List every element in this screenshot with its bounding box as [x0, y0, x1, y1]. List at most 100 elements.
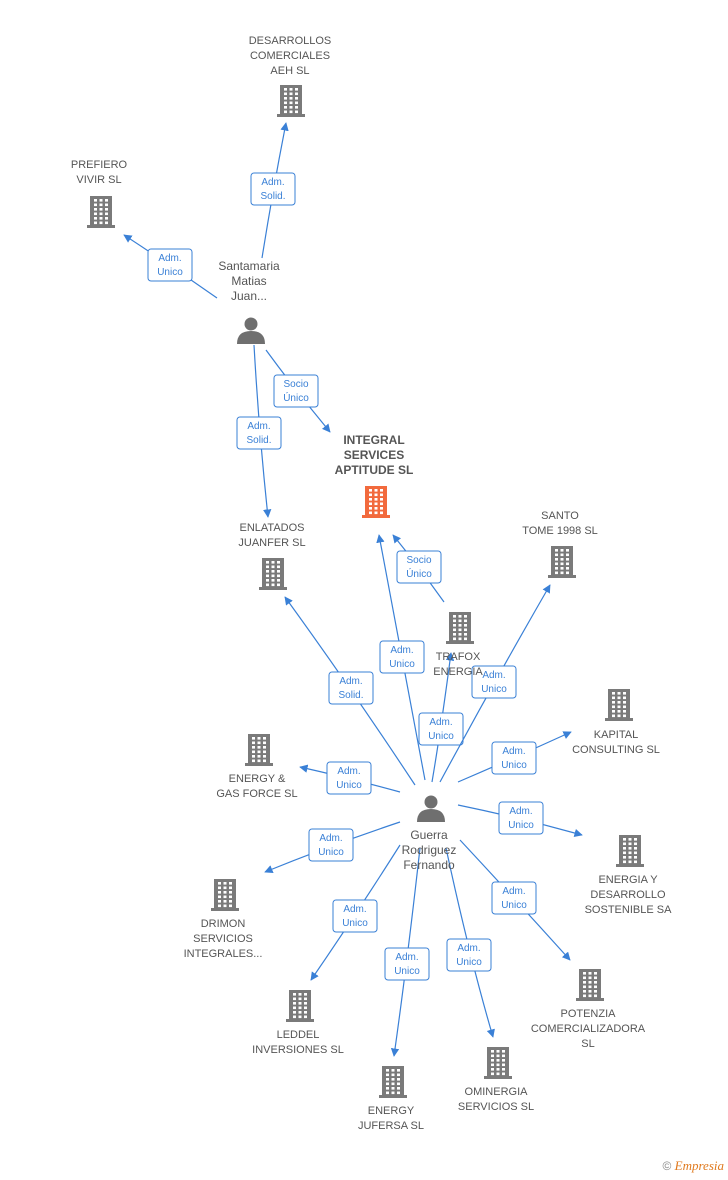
building-icon [616, 835, 644, 867]
node-label: CONSULTING SL [572, 744, 660, 756]
node-label: SERVICIOS [193, 933, 253, 945]
edge-label-box [396, 550, 442, 584]
edge-label-text: Adm. [343, 904, 366, 915]
building-icon [605, 689, 633, 721]
edge-label-box [498, 801, 544, 835]
edge-guerra-to-kapital: Adm.Unico [457, 731, 572, 783]
node-label: JUFERSA SL [358, 1120, 424, 1132]
edge-label-box [236, 416, 282, 450]
edge-guerra-to-drimon: Adm. Unico [264, 821, 401, 874]
brand-logo: Empresia [674, 1158, 724, 1173]
edge-label-text: Unico [342, 918, 368, 929]
node-label: TOME 1998 SL [522, 525, 598, 537]
node-santamaria[interactable]: SantamariaMatiasJuan... [218, 259, 280, 344]
building-icon [286, 990, 314, 1022]
edge-label-box [273, 374, 319, 408]
node-label: OMINERGIA [465, 1086, 529, 1098]
edge-label-box [332, 899, 378, 933]
edge-label-text: Adm. [395, 952, 418, 963]
node-label: SL [581, 1038, 594, 1050]
person-icon [417, 795, 445, 822]
edge-label-text: Adm. [247, 421, 270, 432]
node-label: PREFIERO [71, 159, 128, 171]
node-label: INTEGRALES... [184, 948, 263, 960]
edge-label-text: Adm. [390, 645, 413, 656]
node-label: Santamaria [218, 259, 280, 273]
edge-label-text: Adm. [509, 806, 532, 817]
edge-santamaria-to-prefiero: Adm.Unico [123, 234, 218, 299]
building-icon [362, 486, 390, 518]
copyright-symbol: © [662, 1159, 672, 1173]
edge-label-text: Único [283, 391, 309, 404]
building-icon [446, 612, 474, 644]
edge-label-text: Unico [428, 731, 454, 742]
node-label: DRIMON [201, 918, 246, 930]
node-label: COMERCIALIZADORA [531, 1023, 646, 1035]
edge-label-box [326, 761, 372, 795]
node-label: VIVIR SL [76, 174, 121, 186]
node-kapital[interactable]: KAPITAL CONSULTING SL [572, 689, 660, 756]
edge-label-text: Unico [508, 820, 534, 831]
edge-label-text: Solid. [246, 435, 271, 446]
edge-label-text: Unico [481, 684, 507, 695]
edge-label-text: Adm. [337, 766, 360, 777]
node-label: POTENZIA [560, 1008, 616, 1020]
node-energygas[interactable]: ENERGY &GAS FORCE SL [216, 734, 298, 800]
edge-label-box [491, 881, 537, 915]
edge-label-text: Socio [406, 555, 431, 566]
edge-label-box [147, 248, 193, 282]
edge-label-text: Unico [336, 780, 362, 791]
node-label: Matias [231, 274, 266, 288]
edge-label-text: Adm. [502, 886, 525, 897]
edge-guerra-to-energiadesa: Adm. Unico [457, 801, 583, 838]
edge-label-text: Único [406, 567, 432, 580]
edge-label-text: Unico [318, 847, 344, 858]
node-label: ENERGIA [433, 666, 483, 678]
node-prefiero[interactable]: PREFIERO VIVIR SL [71, 159, 128, 228]
node-label: DESARROLLO [590, 889, 666, 901]
edge-label-text: Unico [501, 900, 527, 911]
edge-label-text: Adm. [319, 833, 342, 844]
node-label: Guerra [410, 828, 448, 842]
edge-label-text: Unico [394, 966, 420, 977]
node-label: ENLATADOS [240, 522, 305, 534]
node-drimon[interactable]: DRIMON SERVICIOS INTEGRALES... [184, 879, 263, 960]
edge-santamaria-to-desarrollos: Adm.Solid. [250, 122, 296, 259]
building-icon [576, 969, 604, 1001]
edge-label-box [328, 671, 374, 705]
edge-label-box [384, 947, 430, 981]
edge-label-text: Solid. [260, 191, 285, 202]
edge-guerra-to-energygas: Adm. Unico [299, 761, 401, 795]
building-icon [379, 1066, 407, 1098]
edge-label-box [446, 938, 492, 972]
node-potencia[interactable]: POTENZIA COMERCIALIZADORA SL [531, 969, 646, 1050]
node-label: Juan... [231, 289, 267, 303]
building-icon [211, 879, 239, 911]
node-label: ENERGY & [229, 773, 286, 785]
edge-label-text: Adm. [158, 253, 181, 264]
edge-guerra-to-trafox: Adm.Unico [418, 652, 464, 783]
building-icon [548, 546, 576, 578]
edge-label-text: Adm. [457, 943, 480, 954]
edge-label-text: Adm. [502, 746, 525, 757]
edge-guerra-to-integral: Adm.Unico [376, 534, 426, 781]
edge-guerra-to-ominergia: Adm.Unico [445, 847, 495, 1038]
edge-label-text: Adm. [482, 670, 505, 681]
node-label: Fernando [403, 858, 455, 872]
person-icon [237, 317, 265, 344]
edge-label-text: Adm. [339, 676, 362, 687]
node-label: KAPITAL [594, 729, 638, 741]
